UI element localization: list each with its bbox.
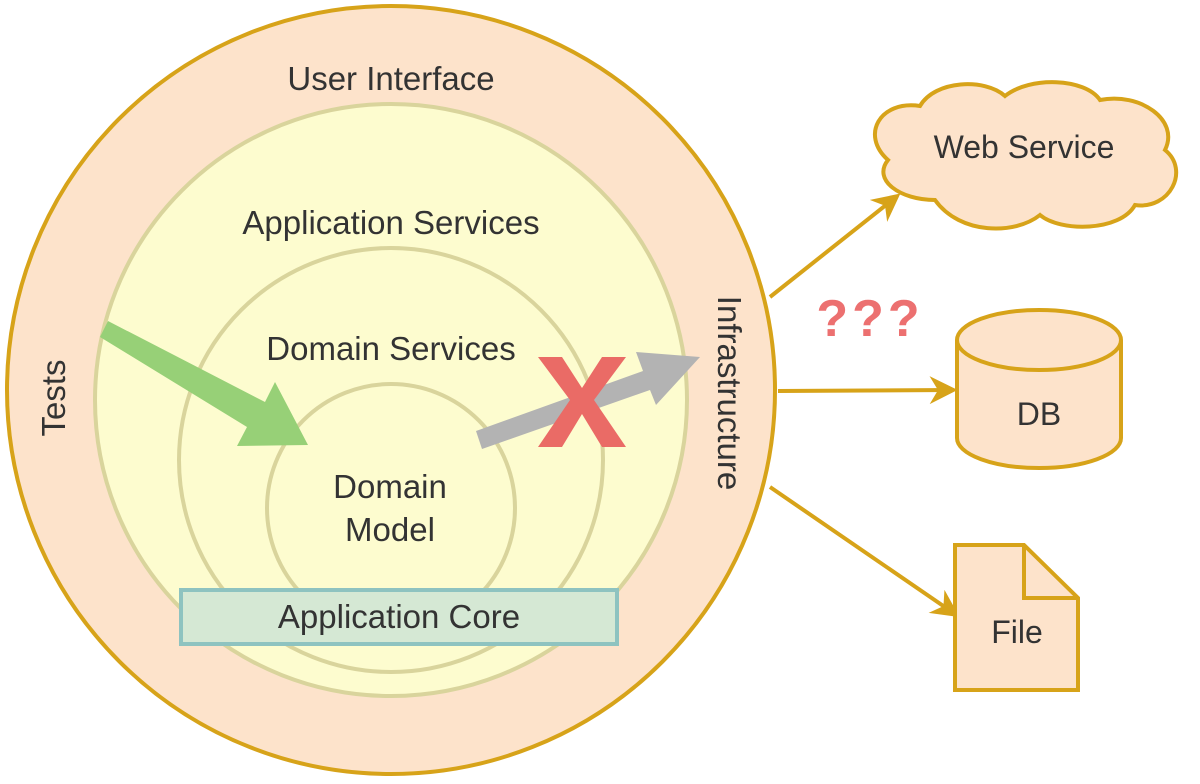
- domain-services-label: Domain Services: [266, 330, 515, 367]
- application-core-label: Application Core: [278, 598, 520, 635]
- db-cylinder: DB: [955, 308, 1123, 470]
- allowed-dependency-arrow: [100, 321, 308, 446]
- user-interface-label: User Interface: [287, 60, 494, 97]
- arrow-to-web-service: [768, 193, 901, 299]
- web-service-label: Web Service: [934, 129, 1115, 165]
- file-document: File: [953, 543, 1080, 692]
- cross-icon: [538, 357, 626, 447]
- application-core-box: [179, 588, 619, 646]
- db-label: DB: [1017, 396, 1061, 432]
- arrow-to-file: [768, 485, 960, 618]
- infrastructure-label: Infrastructure: [711, 296, 748, 490]
- file-label: File: [991, 614, 1043, 650]
- question-marks-label: ???: [816, 290, 923, 348]
- domain-model-label-line1: Domain: [333, 468, 447, 505]
- web-service-cloud: Web Service: [873, 80, 1179, 231]
- domain-model-label-line2: Model: [345, 511, 435, 548]
- arrow-to-db: [777, 376, 958, 405]
- application-services-label: Application Services: [242, 204, 539, 241]
- tests-label: Tests: [35, 359, 72, 436]
